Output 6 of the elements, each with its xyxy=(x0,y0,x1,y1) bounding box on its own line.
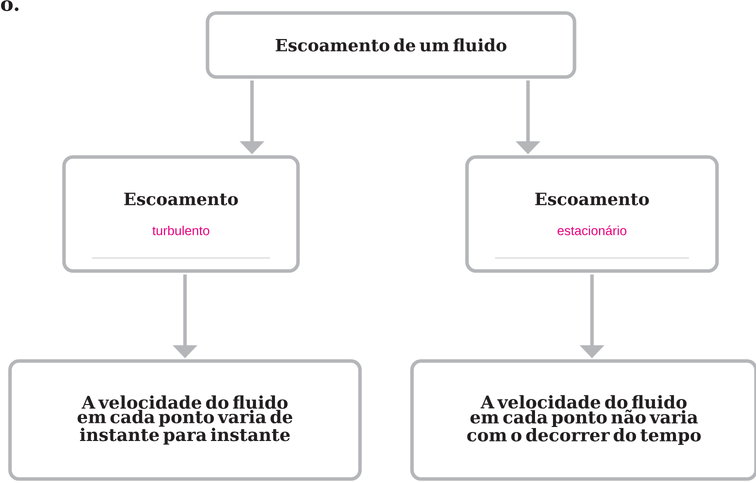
concept-box: Escoamento de um fluido xyxy=(206,11,576,79)
concept-box: Escoamento turbulento xyxy=(62,155,300,273)
text-fragment: o. xyxy=(1,0,18,12)
concept-box: A velocidade do fluido em cada ponto varia de instante para instante xyxy=(8,359,362,481)
concept-box: Escoamento estacionário xyxy=(465,155,719,273)
concept-box: A velocidade do fluido em cada ponto não varia com o decorrer do tempo xyxy=(410,359,756,481)
